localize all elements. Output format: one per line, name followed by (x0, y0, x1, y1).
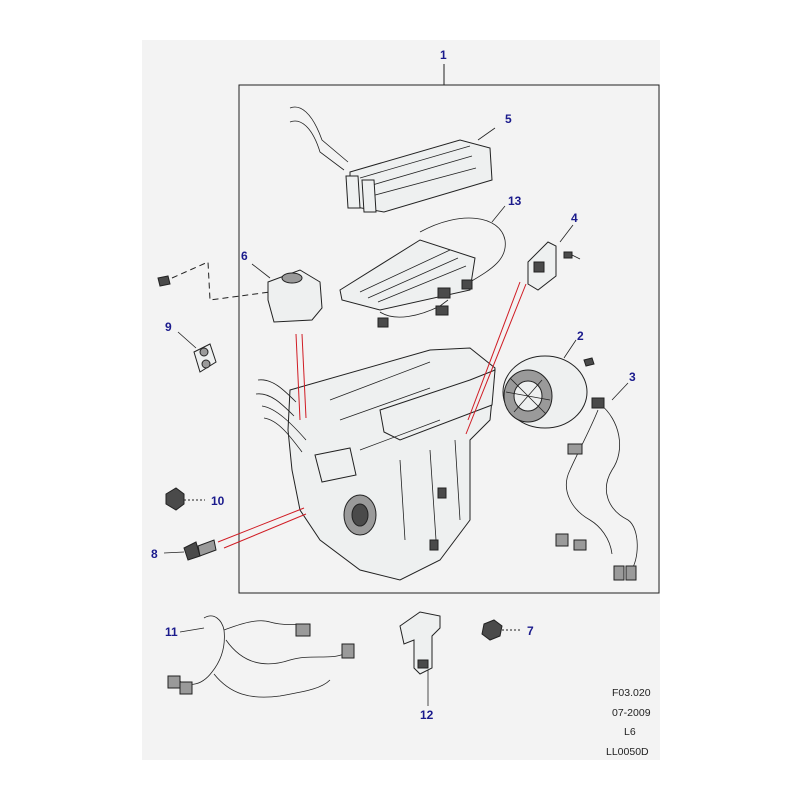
callout-12: 12 (420, 708, 434, 722)
recirc-actuator (251, 263, 323, 323)
callout-3: 3 (629, 370, 636, 384)
blower-motor (502, 339, 595, 429)
location-leaders (217, 281, 527, 549)
callout-2: 2 (577, 329, 584, 343)
callout-4: 4 (571, 211, 578, 225)
callout-5: 5 (505, 112, 512, 126)
heater-housing (255, 347, 496, 581)
mounting-bracket (399, 611, 441, 706)
reference-code: F03.020 (612, 687, 651, 699)
reference-level: L6 (624, 726, 636, 738)
bracket-nut (481, 619, 522, 641)
callout-6: 6 (241, 249, 248, 263)
callout-9: 9 (165, 320, 172, 334)
callout-13: 13 (508, 194, 522, 208)
blower-harness (555, 382, 638, 581)
grommet (177, 331, 217, 373)
callout-11: 11 (165, 625, 178, 639)
actuator-screw (157, 261, 271, 301)
reference-date: 07-2009 (612, 707, 651, 719)
resistor-pack (339, 205, 506, 328)
mounting-bolt (163, 539, 217, 561)
assembly-frame (238, 84, 660, 594)
cable-harness (167, 615, 355, 698)
callout-1: 1 (440, 48, 447, 62)
reference-drawing-id: LL0050D (606, 746, 649, 758)
callout-8: 8 (151, 547, 158, 561)
callout-7: 7 (527, 624, 534, 638)
retaining-nut (165, 487, 205, 511)
blower-resistor (527, 224, 581, 291)
callout-10: 10 (211, 494, 225, 508)
heater-core (289, 106, 496, 213)
